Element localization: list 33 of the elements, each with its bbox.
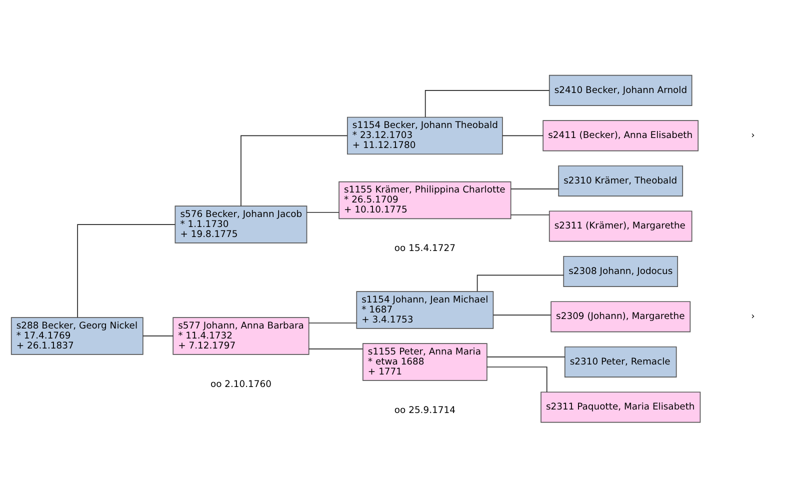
node-box: s576 Becker, Johann Jacob * 1.1.1730 + 19.8.1775	[174, 206, 308, 244]
node-box: s2410 Becker, Johann Arnold	[548, 74, 692, 106]
node-box: s2311 (Krämer), Margarethe	[548, 210, 692, 242]
connector	[424, 90, 550, 118]
connector	[77, 224, 176, 318]
connector	[510, 214, 550, 216]
node-box: s1155 Krämer, Philippina Charlotte * 26.5.1709 + 10.10.1775	[338, 181, 512, 220]
label: oo 25.9.1714	[394, 404, 456, 416]
label: oo 15.4.1727	[394, 243, 456, 254]
label: ›	[751, 130, 755, 142]
connector	[476, 274, 564, 292]
label: oo 2.10.1760	[210, 378, 272, 390]
node-box: s2308 Johann, Jodocus	[563, 256, 678, 287]
node-box: s2310 Krämer, Theobald	[558, 165, 684, 196]
connector	[492, 314, 552, 316]
node-box: s2310 Peter, Remacle	[564, 346, 677, 378]
connector	[486, 366, 548, 392]
connector	[486, 356, 566, 358]
connector	[306, 212, 340, 213]
node-box: s1154 Becker, Johann Theobald * 23.12.1703 + 11.12.1780	[347, 116, 503, 155]
node-box: s2411 (Becker), Anna Elisabeth	[542, 120, 699, 152]
node-box: s1154 Johann, Jean Michael * 1687 + 3.4.1753	[356, 291, 494, 329]
connector	[240, 135, 348, 206]
connector	[502, 135, 544, 136]
connector	[308, 348, 364, 350]
node-box: s2311 Paquotte, Maria Elisabeth	[540, 392, 701, 423]
node-box: s288 Becker, Georg Nickel * 17.4.1769 + 26.1.1837	[10, 317, 144, 355]
connector	[510, 188, 559, 190]
connector	[308, 322, 358, 324]
node-box: s577 Johann, Anna Barbara * 11.4.1732 + 7.12.1797	[172, 317, 310, 355]
node-box: s2309 (Johann), Margarethe	[550, 301, 691, 332]
node-box: s1155 Peter, Anna Maria * etwa 1688 + 1771	[362, 343, 488, 381]
label: ›	[751, 311, 755, 322]
